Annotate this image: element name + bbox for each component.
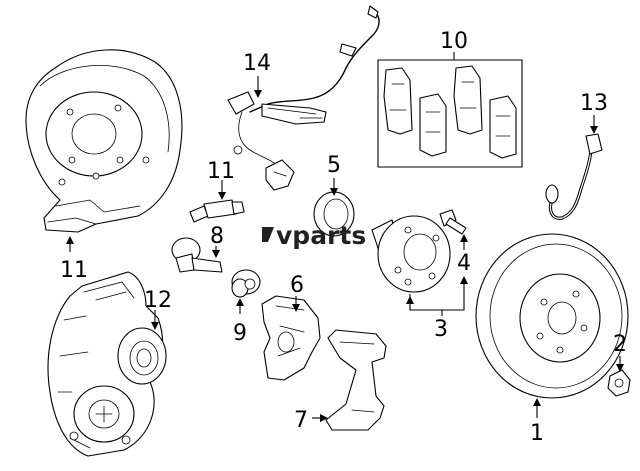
callout-11-dust-shield: 11	[60, 258, 88, 283]
callout-9: 9	[233, 321, 247, 346]
callout-5: 5	[327, 153, 341, 178]
caliper-bracket	[325, 329, 387, 431]
caliper-bolt	[171, 237, 223, 273]
watermark: vparts	[262, 221, 366, 250]
callout-3: 3	[434, 317, 448, 342]
callout-1: 1	[530, 421, 544, 446]
hub-bearing-assembly	[371, 215, 451, 293]
callout-4: 4	[457, 251, 471, 276]
brake-hose	[545, 133, 603, 220]
callout-2: 2	[613, 332, 627, 357]
callout-labels: 11 12 14 11 8 9 6 7 5 10 13 4 3 1 2	[60, 29, 627, 446]
seal-ring	[313, 191, 355, 237]
callout-12: 12	[144, 288, 172, 313]
dust-shield	[25, 49, 183, 233]
hub-nut	[607, 369, 631, 397]
callout-13: 13	[580, 91, 608, 116]
parking-brake-motor	[47, 271, 167, 457]
callout-6: 6	[290, 273, 304, 298]
speed-sensor-wire	[227, 5, 380, 191]
leader-arrowheads	[66, 90, 624, 422]
bushing	[231, 269, 261, 298]
callout-10: 10	[440, 29, 468, 54]
brake-caliper	[261, 295, 321, 381]
brake-rotor	[475, 233, 629, 399]
callout-14: 14	[243, 51, 271, 76]
callout-11-guide-pin: 11	[207, 159, 235, 184]
watermark-text: vparts	[276, 221, 366, 250]
hub-bolt	[439, 209, 467, 235]
callout-7: 7	[294, 408, 308, 433]
callout-8: 8	[210, 224, 224, 249]
brake-pad-set	[377, 59, 523, 168]
guide-pin	[189, 199, 245, 223]
